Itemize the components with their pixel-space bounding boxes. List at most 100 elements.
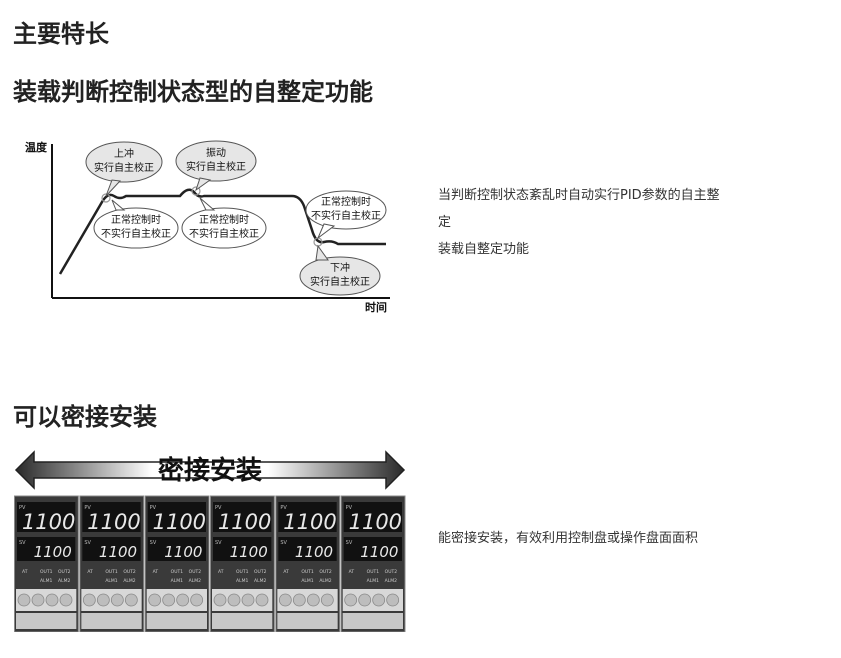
sv-label: SV bbox=[280, 540, 287, 546]
autotune-diagram: 温度 时间 上冲 实行自主校正 振动 实行自主校正 正常控制时 不实行自主校正 … bbox=[20, 134, 400, 316]
indicator-label: ALM2 bbox=[254, 578, 266, 584]
pv-value: 1100 bbox=[87, 510, 140, 534]
indicator-label: OUT1 bbox=[367, 569, 380, 575]
controller-key[interactable] bbox=[213, 593, 227, 607]
section-heading-mounting: 可以密接安装 bbox=[13, 403, 157, 431]
indicator-label: OUT1 bbox=[301, 569, 314, 575]
bubble-overshoot bbox=[85, 141, 163, 183]
sv-label: SV bbox=[215, 540, 222, 546]
controller-key[interactable] bbox=[292, 593, 306, 607]
controller-key[interactable] bbox=[358, 593, 372, 607]
indicator-label: OUT2 bbox=[319, 569, 332, 575]
indicator-label: AT bbox=[218, 569, 224, 575]
indicator-label: ALM1 bbox=[236, 578, 248, 584]
indicator-label: OUT1 bbox=[105, 569, 118, 575]
bubble-normal-2-line1: 正常控制时 bbox=[199, 213, 249, 226]
overshoot-marker bbox=[101, 193, 111, 203]
controller-key[interactable] bbox=[110, 593, 124, 607]
indicator-label: ALM2 bbox=[385, 578, 397, 584]
controller-key[interactable] bbox=[320, 593, 334, 607]
indicator-label: OUT2 bbox=[385, 569, 398, 575]
controller-key[interactable] bbox=[241, 593, 255, 607]
indicator-label: ALM1 bbox=[40, 578, 52, 584]
controller-key[interactable] bbox=[306, 593, 320, 607]
controller-key[interactable] bbox=[31, 593, 45, 607]
sv-value: 1100 bbox=[99, 543, 137, 561]
sv-value: 1100 bbox=[295, 543, 333, 561]
bubble-normal-1 bbox=[93, 207, 179, 249]
controller-key[interactable] bbox=[344, 593, 358, 607]
controller-key[interactable] bbox=[59, 593, 73, 607]
controller-key[interactable] bbox=[255, 593, 269, 607]
pv-value: 1100 bbox=[153, 510, 206, 534]
controller-key[interactable] bbox=[45, 593, 59, 607]
pv-value: 1100 bbox=[283, 510, 336, 534]
controller-key[interactable] bbox=[176, 593, 190, 607]
bubble-oscillation bbox=[175, 140, 257, 182]
bubble-overshoot-line2: 实行自主校正 bbox=[94, 161, 154, 174]
bubble-undershoot bbox=[299, 256, 381, 296]
bubble-undershoot-line1: 下冲 bbox=[330, 261, 350, 274]
indicator-label: AT bbox=[283, 569, 289, 575]
controller-key[interactable] bbox=[372, 593, 386, 607]
controller-key[interactable] bbox=[148, 593, 162, 607]
indicator-label: OUT2 bbox=[254, 569, 267, 575]
controller-key[interactable] bbox=[190, 593, 204, 607]
mounting-description: 能密接安装，有效利用控制盘或操作盘面面积 bbox=[438, 531, 699, 546]
sv-value: 1100 bbox=[34, 543, 72, 561]
pv-label: PV bbox=[19, 505, 26, 511]
bubble-overshoot-line1: 上冲 bbox=[114, 147, 134, 160]
indicator-label: ALM1 bbox=[367, 578, 379, 584]
controller-key[interactable] bbox=[162, 593, 176, 607]
controller-key[interactable] bbox=[82, 593, 96, 607]
bubble-normal-1-line2: 不实行自主校正 bbox=[101, 227, 171, 240]
pv-value: 1100 bbox=[22, 510, 75, 534]
bubble-undershoot-line2: 实行自主校正 bbox=[310, 275, 370, 288]
indicator-label: OUT2 bbox=[58, 569, 71, 575]
y-axis-label: 温度 bbox=[25, 140, 48, 154]
controller-key[interactable] bbox=[124, 593, 138, 607]
bubble-normal-3-line2: 不实行自主校正 bbox=[311, 209, 381, 222]
indicator-label: ALM2 bbox=[189, 578, 201, 584]
indicator-label: OUT2 bbox=[123, 569, 136, 575]
pv-value: 1100 bbox=[349, 510, 402, 534]
autotune-description: 当判断控制状态紊乱时自动实行PID参数的自主整 定 装载自整定功能 bbox=[438, 182, 720, 263]
autotune-desc-line1: 当判断控制状态紊乱时自动实行PID参数的自主整 bbox=[438, 188, 720, 203]
pv-label: PV bbox=[346, 505, 353, 511]
bubble-oscillation-line1: 振动 bbox=[206, 146, 226, 159]
sv-label: SV bbox=[346, 540, 353, 546]
sv-value: 1100 bbox=[230, 543, 268, 561]
controller-key[interactable] bbox=[386, 593, 400, 607]
pv-value: 1100 bbox=[218, 510, 271, 534]
indicator-label: OUT2 bbox=[189, 569, 202, 575]
controller-key[interactable] bbox=[278, 593, 292, 607]
indicator-label: ALM1 bbox=[171, 578, 183, 584]
bubble-normal-2-line2: 不实行自主校正 bbox=[189, 227, 259, 240]
indicator-label: OUT1 bbox=[40, 569, 53, 575]
controller-key[interactable] bbox=[227, 593, 241, 607]
bubble-oscillation-line2: 实行自主校正 bbox=[186, 160, 246, 173]
sv-label: SV bbox=[150, 540, 157, 546]
bubble-normal-3-line1: 正常控制时 bbox=[321, 195, 371, 208]
autotune-desc-line3: 装载自整定功能 bbox=[438, 242, 530, 257]
controller-key[interactable] bbox=[96, 593, 110, 607]
temperature-curve bbox=[58, 188, 386, 275]
controller-key[interactable] bbox=[17, 593, 31, 607]
pv-label: PV bbox=[215, 505, 222, 511]
page-title: 主要特长 bbox=[13, 20, 109, 48]
banner-text: 密接安装 bbox=[158, 455, 262, 486]
indicator-label: OUT1 bbox=[236, 569, 249, 575]
indicator-label: ALM1 bbox=[301, 578, 313, 584]
indicator-label: AT bbox=[153, 569, 159, 575]
indicator-label: AT bbox=[87, 569, 93, 575]
pv-label: PV bbox=[84, 505, 91, 511]
autotune-desc-line2: 定 bbox=[438, 215, 452, 230]
indicator-label: AT bbox=[349, 569, 355, 575]
indicator-label: AT bbox=[22, 569, 28, 575]
pv-label: PV bbox=[280, 505, 287, 511]
